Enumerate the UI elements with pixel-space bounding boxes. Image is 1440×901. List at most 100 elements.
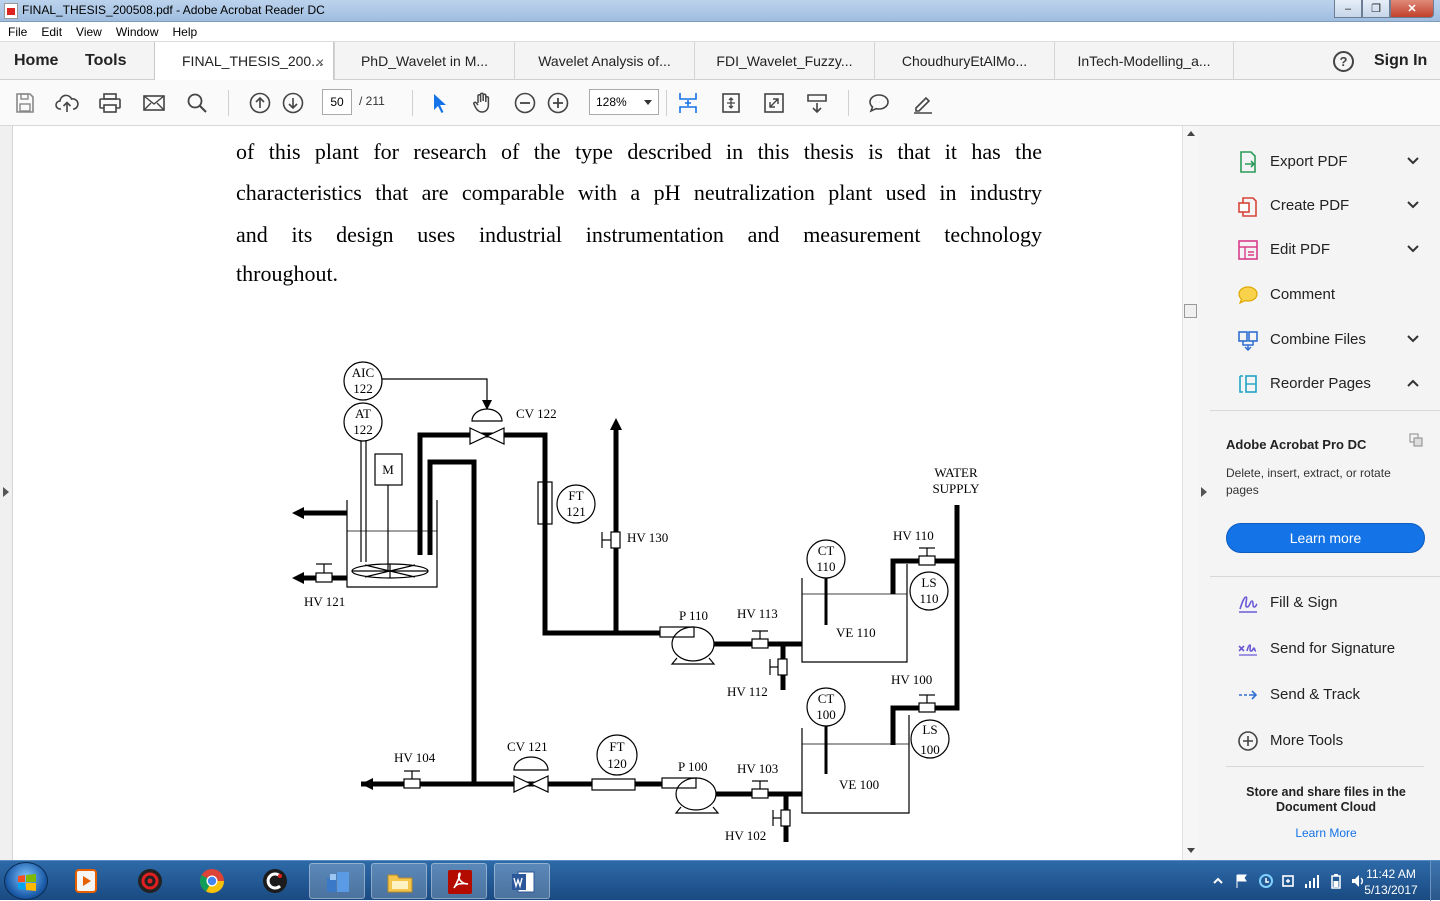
tool-send-track[interactable]: Send & Track xyxy=(1236,681,1426,709)
fit-page-icon[interactable] xyxy=(719,91,743,115)
acrobat-icon xyxy=(448,870,472,894)
zoom-out-icon[interactable] xyxy=(513,91,537,115)
tool-fill-sign[interactable]: Fill & Sign xyxy=(1236,589,1426,617)
chevron-down-icon[interactable] xyxy=(1406,332,1420,346)
comment-icon[interactable] xyxy=(867,91,891,115)
email-icon[interactable] xyxy=(142,91,166,115)
print-icon[interactable] xyxy=(98,91,122,115)
update-icon[interactable] xyxy=(1258,873,1274,889)
scroll-mode-icon[interactable] xyxy=(676,91,700,115)
chevron-down-icon[interactable] xyxy=(1406,198,1420,212)
menu-window[interactable]: Window xyxy=(115,24,159,39)
hand-icon[interactable] xyxy=(470,91,494,115)
doc-tab-6[interactable]: InTech-Modelling_a... xyxy=(1054,42,1234,80)
scroll-down-icon[interactable] xyxy=(1187,848,1195,853)
document-view[interactable] xyxy=(0,126,1210,860)
minimize-button[interactable]: ‒ xyxy=(1334,0,1362,18)
doc-tab-3[interactable]: Wavelet Analysis of... xyxy=(514,42,694,80)
tool-more-tools[interactable]: More Tools xyxy=(1236,727,1426,755)
sign-in-link[interactable]: Sign In xyxy=(1374,52,1428,69)
restore-button[interactable]: ❐ xyxy=(1362,0,1390,18)
home-tab[interactable]: Home xyxy=(14,52,59,69)
taskbar-media-player[interactable] xyxy=(58,863,114,899)
aic-122-instrument xyxy=(343,361,383,401)
doc-tab-2[interactable]: PhD_Wavelet in M... xyxy=(334,42,514,80)
menu-help[interactable]: Help xyxy=(172,24,198,39)
page-number-input[interactable] xyxy=(322,89,352,115)
fill-sign-icon xyxy=(1239,596,1258,613)
battery-icon[interactable] xyxy=(1328,873,1344,889)
label-ft120: FT xyxy=(609,739,624,754)
sign-pen-icon[interactable] xyxy=(911,91,935,115)
vertical-scrollbar[interactable] xyxy=(1182,126,1198,860)
taskbar-word[interactable] xyxy=(494,863,550,899)
device-icon[interactable] xyxy=(1280,873,1296,889)
action-center-flag-icon[interactable] xyxy=(1234,873,1250,889)
acrobat-app-icon xyxy=(4,3,18,19)
tool-reorder-pages[interactable]: Reorder Pages xyxy=(1236,370,1426,398)
label-at: AT xyxy=(355,406,371,421)
promo-dismiss-icon[interactable] xyxy=(1408,432,1424,448)
clock-time[interactable]: 11:42 AM xyxy=(1366,867,1416,881)
full-screen-icon[interactable] xyxy=(762,91,786,115)
tool-edit-pdf[interactable]: Edit PDF xyxy=(1236,236,1426,264)
chevron-down-icon[interactable] xyxy=(1406,242,1420,256)
at-122-instrument xyxy=(343,402,383,442)
tool-combine-files[interactable]: Combine Files xyxy=(1236,326,1426,354)
zoom-level-select[interactable]: 128% xyxy=(589,89,659,115)
document-cloud-learn-more-link[interactable]: Learn More xyxy=(1295,826,1357,840)
file-explorer-icon xyxy=(387,874,413,893)
select-cursor-icon[interactable] xyxy=(428,91,452,115)
save-icon[interactable] xyxy=(13,91,37,115)
tray-expand-icon[interactable] xyxy=(1212,875,1224,887)
panel-divider xyxy=(1210,410,1440,411)
page-down-icon[interactable] xyxy=(281,91,305,115)
left-panel-toggle[interactable] xyxy=(0,126,13,860)
volume-icon[interactable] xyxy=(1350,873,1366,889)
tool-comment[interactable]: Comment xyxy=(1236,281,1426,309)
scroll-up-icon[interactable] xyxy=(1187,131,1195,136)
doc-tab-1[interactable]: FINAL_THESIS_200... xyxy=(154,42,334,81)
start-button[interactable] xyxy=(4,862,48,900)
tools-tab[interactable]: Tools xyxy=(85,52,127,69)
menu-view[interactable]: View xyxy=(76,24,102,39)
doc-tab-4[interactable]: FDI_Wavelet_Fuzzy... xyxy=(694,42,874,80)
learn-more-button[interactable]: Learn more xyxy=(1226,523,1425,553)
valve-hv104 xyxy=(403,770,421,789)
upload-icon[interactable] xyxy=(55,91,79,115)
close-tab-icon[interactable]: × xyxy=(316,54,325,70)
clock-date[interactable]: 5/13/2017 xyxy=(1364,883,1418,897)
label-ft121-num: 121 xyxy=(566,504,586,519)
help-icon[interactable]: ? xyxy=(1333,51,1354,72)
close-window-button[interactable]: ✕ xyxy=(1390,0,1434,18)
taskbar-chrome[interactable] xyxy=(184,863,240,899)
zoom-in-icon[interactable] xyxy=(546,91,570,115)
ls-100-instrument xyxy=(910,719,950,759)
read-mode-icon[interactable] xyxy=(805,91,829,115)
tool-create-pdf[interactable]: Create PDF xyxy=(1236,192,1426,220)
tool-send-for-signature[interactable]: Send for Signature xyxy=(1236,635,1426,663)
chevron-down-icon[interactable] xyxy=(1406,154,1420,168)
right-panel-toggle[interactable] xyxy=(1198,126,1210,860)
tool-export-pdf[interactable]: Export PDF xyxy=(1236,148,1426,176)
scrollbar-thumb[interactable] xyxy=(1184,304,1197,318)
taskbar-ccleaner[interactable] xyxy=(247,863,303,899)
menu-edit[interactable]: Edit xyxy=(41,24,63,39)
network-signal-icon[interactable] xyxy=(1304,873,1320,889)
taskbar-acrobat[interactable] xyxy=(431,863,487,899)
taskbar-antivirus[interactable] xyxy=(122,863,178,899)
word-icon xyxy=(512,871,535,893)
label-ls110-num: 110 xyxy=(919,591,938,606)
label-hv104: HV 104 xyxy=(394,750,436,765)
toolbar-divider xyxy=(666,90,667,116)
taskbar-network-app[interactable] xyxy=(309,863,365,899)
doc-tab-5[interactable]: ChoudhuryEtAlMo... xyxy=(874,42,1054,80)
media-player-icon xyxy=(75,869,97,893)
page-up-icon[interactable] xyxy=(248,91,272,115)
menu-file[interactable]: File xyxy=(8,24,28,39)
system-tray xyxy=(1208,861,1440,901)
search-icon[interactable] xyxy=(185,91,209,115)
taskbar-file-explorer[interactable] xyxy=(371,863,427,899)
show-desktop-button[interactable] xyxy=(1430,861,1440,901)
chevron-up-icon[interactable] xyxy=(1406,376,1420,390)
